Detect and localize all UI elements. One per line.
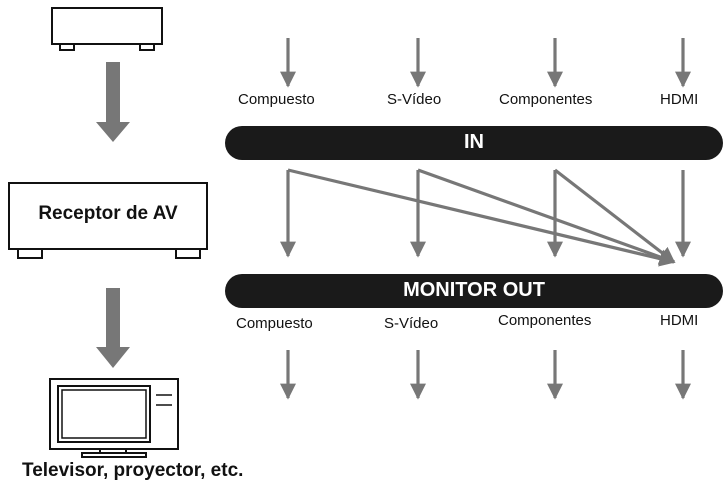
input-arrows [280, 38, 691, 88]
input-label-componentes: Componentes [499, 91, 593, 108]
source-to-receiver-arrow [96, 62, 130, 142]
television-icon [49, 378, 179, 458]
output-label-hdmi: HDMI [660, 312, 699, 329]
display-label: Televisor, proyector, etc. [22, 460, 244, 481]
output-label-s-video: S-Vídeo [384, 315, 439, 332]
input-label-compuesto: Compuesto [238, 91, 315, 108]
input-label-s-video: S-Vídeo [387, 91, 442, 108]
source-device-icon [51, 7, 163, 51]
av-receiver-box [8, 182, 208, 259]
receiver-to-display-arrow [96, 288, 130, 368]
output-label-compuesto: Compuesto [236, 315, 313, 332]
output-label-componentes: Componentes [498, 312, 592, 329]
in-bar [225, 126, 723, 160]
input-label-hdmi: HDMI [660, 91, 699, 108]
monitor-out-bar-label: MONITOR OUT [403, 279, 545, 301]
path-compuesto-to-hdmi [287, 168, 676, 267]
conversion-paths [280, 168, 691, 267]
path-s-video-to-hdmi [417, 168, 676, 265]
output-arrows [280, 350, 691, 400]
in-bar-label: IN [464, 131, 484, 153]
monitor-out-bar [225, 274, 723, 308]
path-componentes-to-hdmi [554, 168, 676, 264]
receiver-label: Receptor de AV [38, 203, 178, 224]
